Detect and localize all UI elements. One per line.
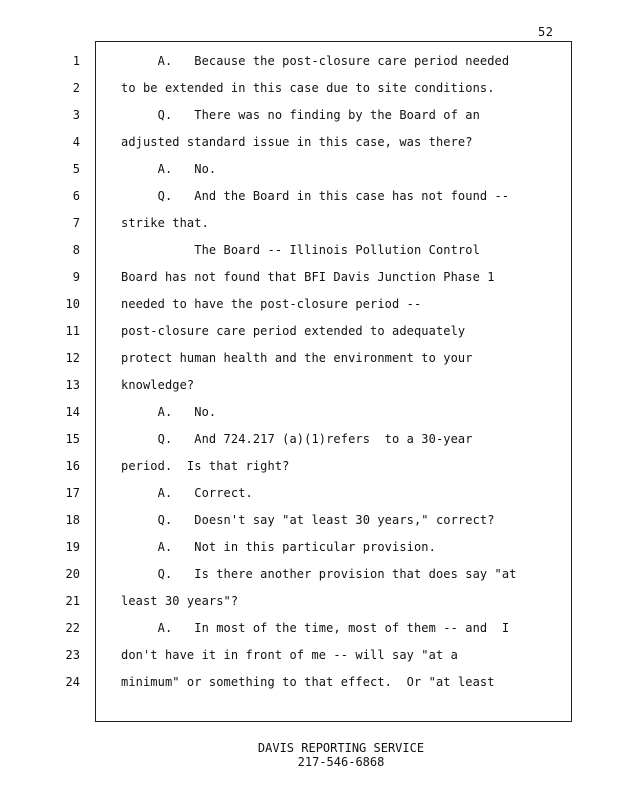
transcript-line: A. In most of the time, most of them -- … xyxy=(121,621,510,635)
line-number: 19 xyxy=(65,540,80,554)
transcript-line: Q. Doesn't say "at least 30 years," corr… xyxy=(121,513,495,527)
transcript-line: Q. Is there another provision that does … xyxy=(121,567,517,581)
transcript-line: Q. And 724.217 (a)(1)refers to a 30-year xyxy=(121,432,473,446)
line-number: 16 xyxy=(65,459,80,473)
line-number: 3 xyxy=(72,108,80,122)
line-number: 12 xyxy=(65,351,80,365)
transcript-line: minimum" or something to that effect. Or… xyxy=(121,675,495,689)
transcript-line: A. Not in this particular provision. xyxy=(121,540,436,554)
transcript-line: post-closure care period extended to ade… xyxy=(121,324,466,338)
line-number: 18 xyxy=(65,513,80,527)
transcript-line: don't have it in front of me -- will say… xyxy=(121,648,458,662)
transcript-line: Board has not found that BFI Davis Junct… xyxy=(121,270,495,284)
line-number: 7 xyxy=(72,216,80,230)
transcript-line: A. Correct. xyxy=(121,486,253,500)
transcript-line: least 30 years"? xyxy=(121,594,239,608)
footer-phone: 217-546-6868 xyxy=(297,755,385,769)
transcript-text: A. Because the post-closure care period … xyxy=(121,54,561,702)
line-number: 1 xyxy=(72,54,80,68)
transcript-line: to be extended in this case due to site … xyxy=(121,81,495,95)
transcript-line: The Board -- Illinois Pollution Control xyxy=(121,243,480,257)
transcript-line: strike that. xyxy=(121,216,209,230)
line-number: 17 xyxy=(65,486,80,500)
transcript-border xyxy=(95,41,572,722)
line-number: 11 xyxy=(65,324,80,338)
transcript-line: Q. There was no finding by the Board of … xyxy=(121,108,480,122)
line-number: 5 xyxy=(72,162,80,176)
line-number: 13 xyxy=(65,378,80,392)
line-number: 2 xyxy=(72,81,80,95)
transcript-line: protect human health and the environment… xyxy=(121,351,473,365)
line-number: 14 xyxy=(65,405,80,419)
transcript-line: period. Is that right? xyxy=(121,459,290,473)
line-number: 24 xyxy=(65,675,80,689)
line-number: 20 xyxy=(65,567,80,581)
line-number: 6 xyxy=(72,189,80,203)
transcript-line: adjusted standard issue in this case, wa… xyxy=(121,135,473,149)
transcript-line: A. Because the post-closure care period … xyxy=(121,54,510,68)
line-number: 10 xyxy=(65,297,80,311)
transcript-line: A. No. xyxy=(121,405,217,419)
transcript-line: A. No. xyxy=(121,162,217,176)
line-number: 23 xyxy=(65,648,80,662)
line-number: 22 xyxy=(65,621,80,635)
transcript-line: Q. And the Board in this case has not fo… xyxy=(121,189,510,203)
line-number: 4 xyxy=(72,135,80,149)
line-number: 9 xyxy=(72,270,80,284)
footer-company: DAVIS REPORTING SERVICE xyxy=(257,741,425,755)
line-number: 8 xyxy=(72,243,80,257)
transcript-line: knowledge? xyxy=(121,378,195,392)
line-number: 21 xyxy=(65,594,80,608)
page-number: 52 xyxy=(538,25,554,39)
line-number: 15 xyxy=(65,432,80,446)
transcript-line: needed to have the post-closure period -… xyxy=(121,297,422,311)
